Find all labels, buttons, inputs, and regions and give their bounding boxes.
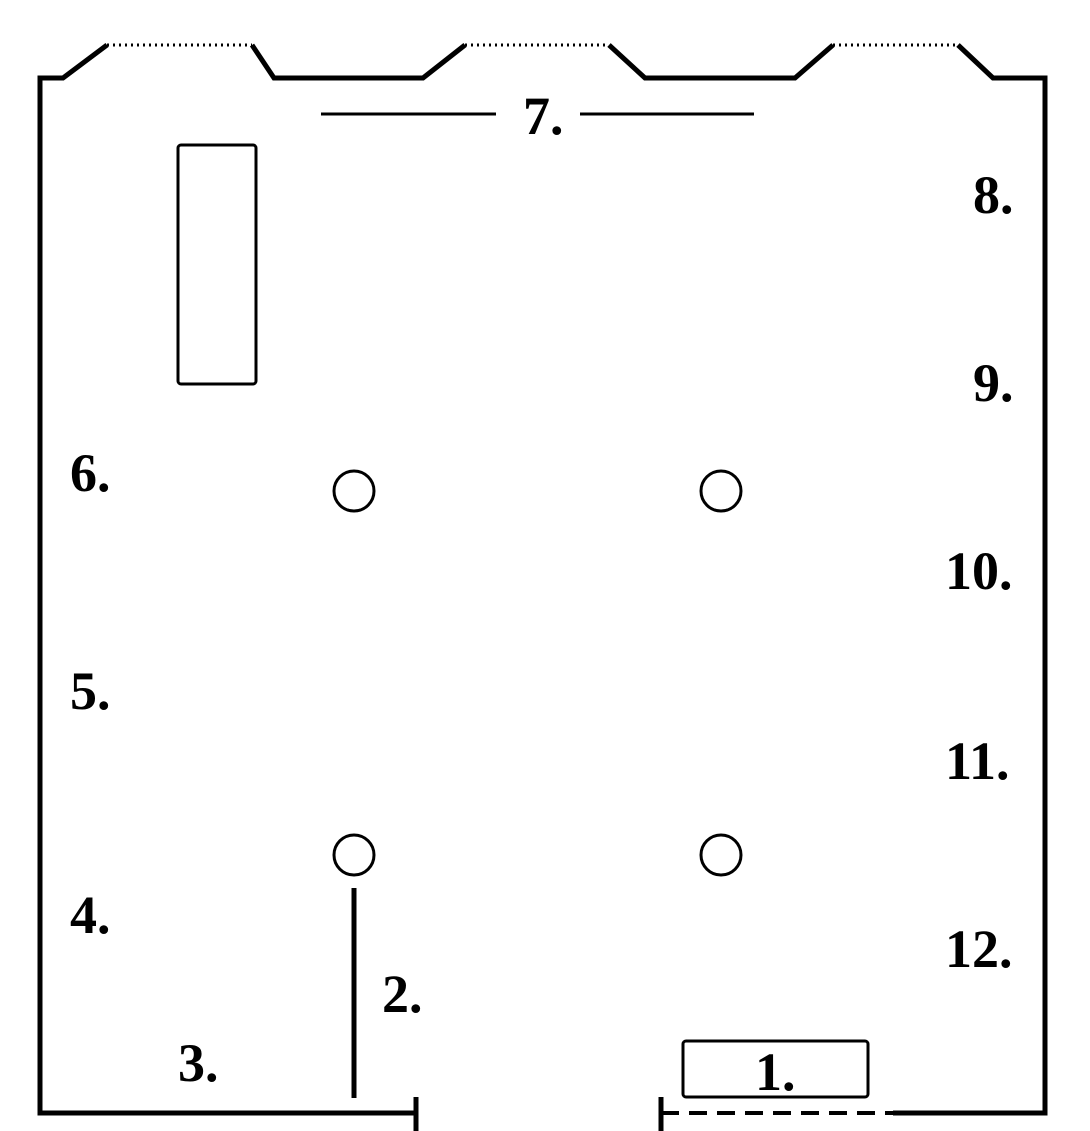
label-10: 10. bbox=[945, 541, 1013, 601]
label-11: 11. bbox=[945, 731, 1010, 791]
label-6: 6. bbox=[70, 443, 111, 503]
label-3: 3. bbox=[178, 1033, 219, 1093]
label-2: 2. bbox=[382, 964, 423, 1024]
label-1-box bbox=[681, 1039, 870, 1099]
circle-top-right bbox=[699, 469, 743, 513]
label-8: 8. bbox=[973, 165, 1014, 225]
circle-top-left bbox=[332, 469, 376, 513]
label-5: 5. bbox=[70, 661, 111, 721]
tall-rectangle bbox=[176, 143, 258, 386]
circle-bottom-left bbox=[332, 833, 376, 877]
outer-wall bbox=[37, 43, 1048, 1116]
label-12: 12. bbox=[945, 919, 1013, 979]
label-1: 1. bbox=[755, 1042, 796, 1102]
label-9: 9. bbox=[973, 353, 1014, 413]
label-4: 4. bbox=[70, 885, 111, 945]
circle-bottom-right bbox=[699, 833, 743, 877]
label-7: 7. bbox=[523, 86, 564, 146]
